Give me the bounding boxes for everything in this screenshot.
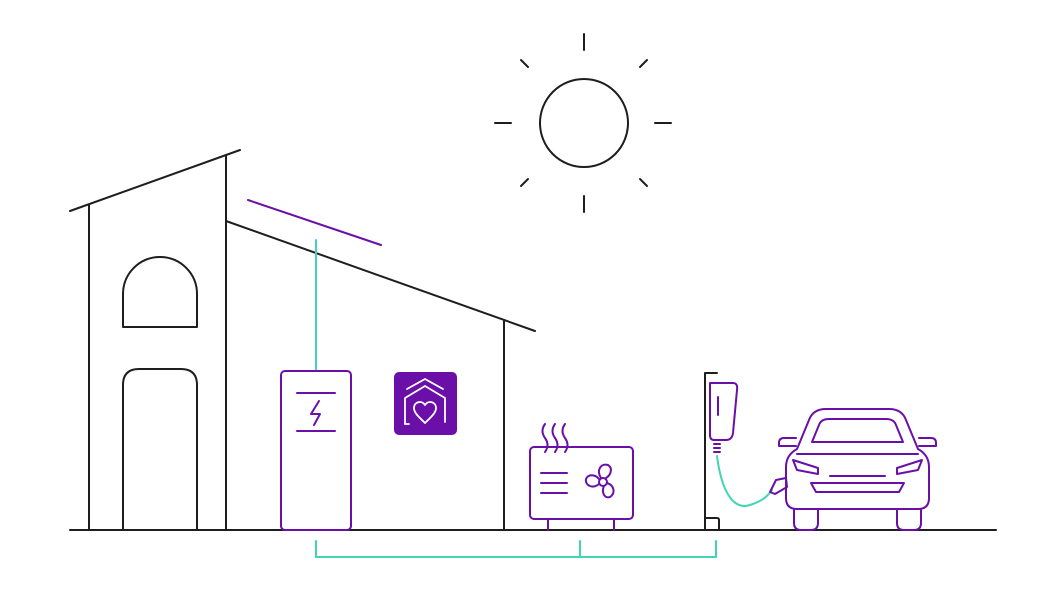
ev-charger-icon: [704, 372, 788, 531]
sun-icon: [494, 33, 672, 213]
house-icon: [69, 149, 536, 531]
arched-door: [122, 368, 198, 531]
electric-car-icon: [778, 408, 937, 531]
arched-window: [122, 256, 198, 328]
smart-home-heart-icon: [394, 372, 457, 435]
home-battery-icon: [280, 370, 352, 531]
energy-connection-lines: [315, 239, 717, 558]
heat-pump-icon: [529, 423, 634, 531]
solar-panel-icon: [247, 199, 382, 246]
